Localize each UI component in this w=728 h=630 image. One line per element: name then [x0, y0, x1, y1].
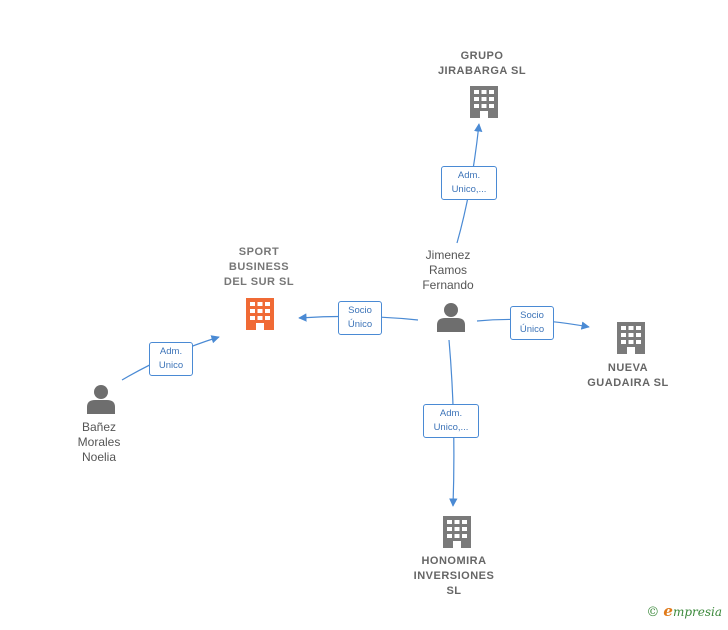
- building-icon: [443, 516, 471, 548]
- building-icon: [246, 298, 274, 330]
- person-label-jimenez[interactable]: Jimenez Ramos Fernando: [422, 248, 474, 292]
- empresia-logo[interactable]: ©empresia: [646, 602, 722, 620]
- edge-label-banez-sport: Adm. Unico: [149, 342, 193, 376]
- person-icon: [437, 303, 465, 332]
- brand-initial: e: [663, 602, 673, 620]
- edge-label-jimenez-grupo: Adm. Unico,...: [441, 166, 497, 200]
- edge-label-jimenez-sport: Socio Único: [338, 301, 382, 335]
- person-label-banez[interactable]: Bañez Morales Noelia: [77, 420, 121, 464]
- building-icon: [470, 86, 498, 118]
- company-label-sport-business[interactable]: SPORT BUSINESS DEL SUR SL: [223, 246, 295, 288]
- company-label-grupo-jirabarga[interactable]: GRUPO JIRABARGA SL: [437, 50, 527, 77]
- brand-name: mpresia: [672, 605, 722, 619]
- building-icon: [617, 322, 645, 354]
- company-label-honomira[interactable]: HONOMIRA INVERSIONES SL: [413, 555, 495, 597]
- edge-label-jimenez-honomira: Adm. Unico,...: [423, 404, 479, 438]
- copyright-symbol: ©: [646, 605, 660, 620]
- company-label-nueva-guadaira[interactable]: NUEVA GUADAIRA SL: [587, 362, 669, 389]
- edge-label-jimenez-nueva: Socio Único: [510, 306, 554, 340]
- person-icon: [87, 385, 115, 414]
